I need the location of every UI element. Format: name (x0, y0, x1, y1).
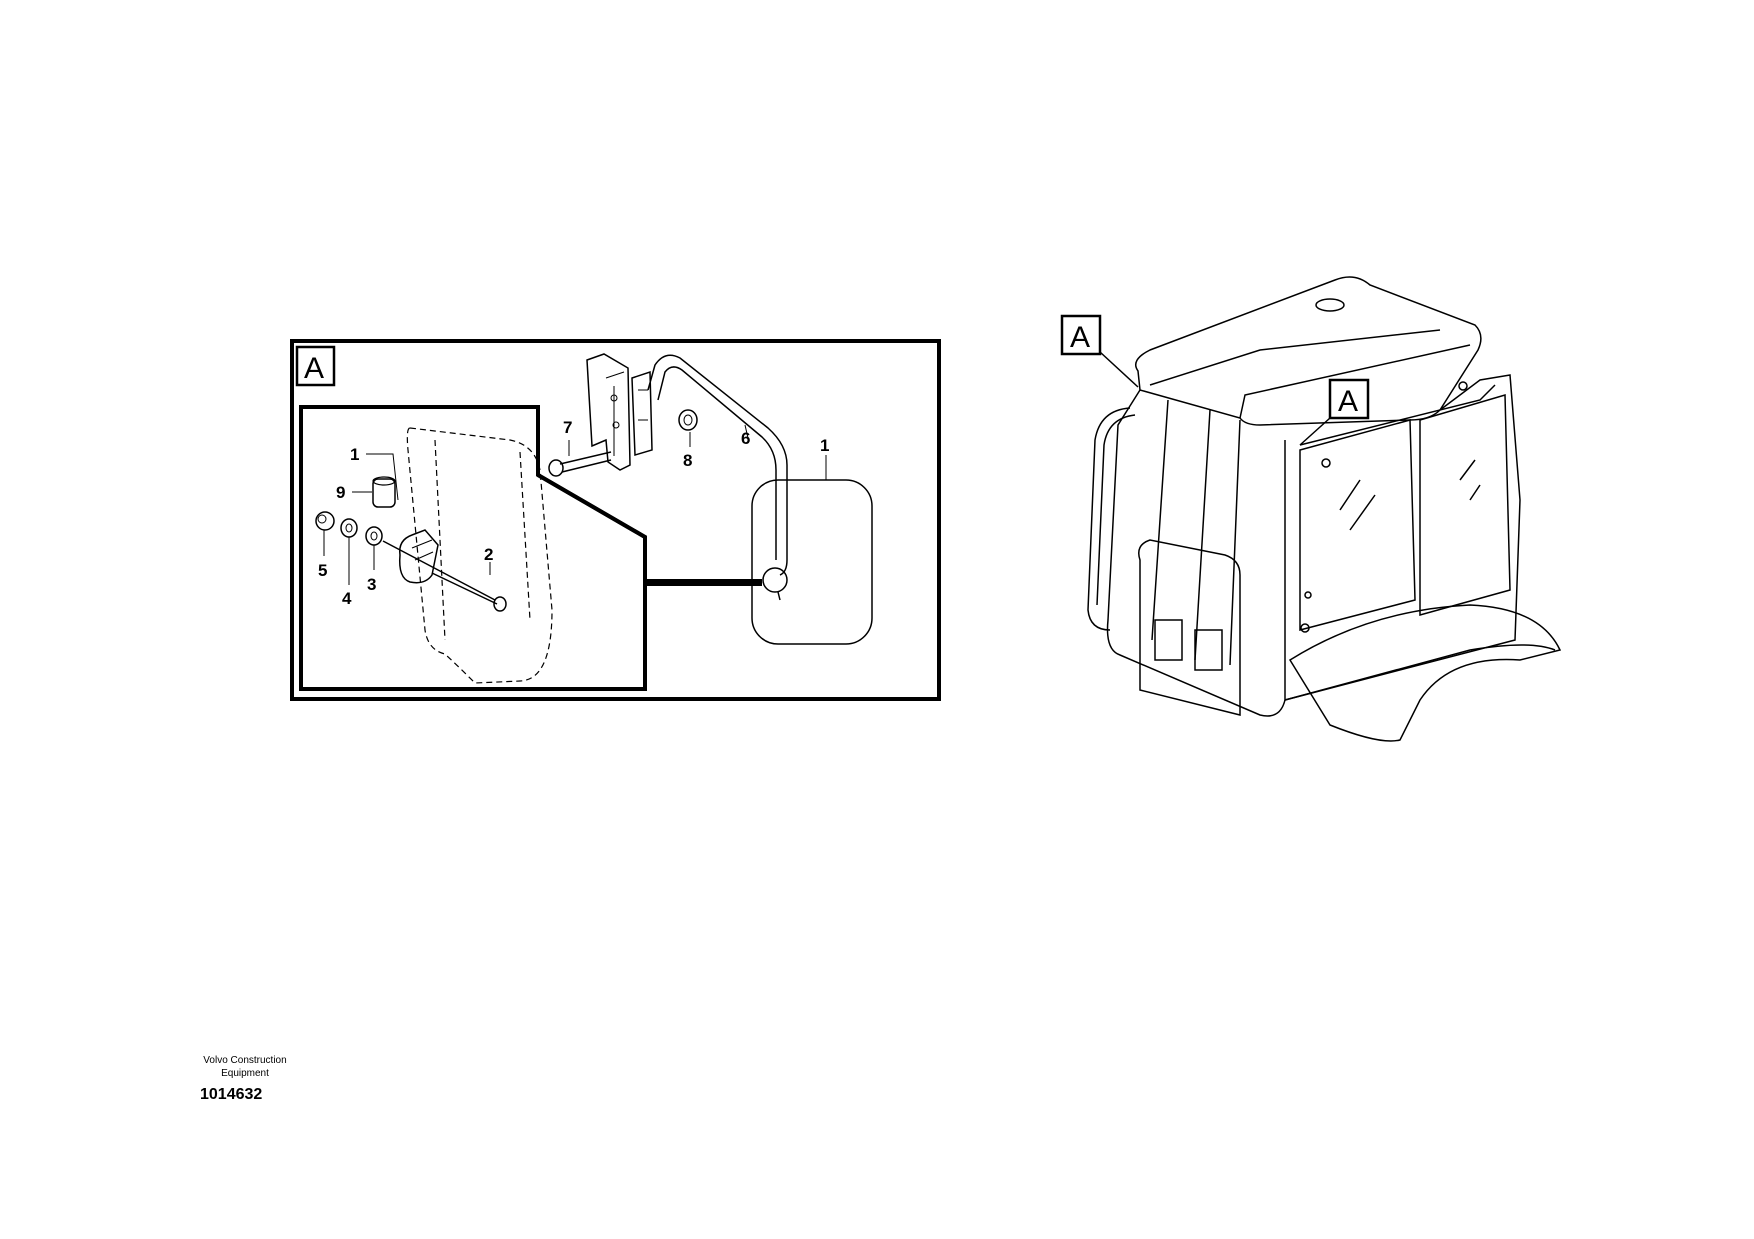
callout-7: 7 (563, 418, 572, 437)
callout-3: 3 (367, 575, 376, 594)
cab-handrail (1087, 407, 1131, 631)
overview-marker-letter-left: A (1070, 321, 1090, 354)
detail-callouts: 1 9 5 4 3 2 7 8 6 1 A (304, 352, 829, 608)
bolt-part-2 (382, 540, 496, 601)
callout-4: 4 (342, 589, 352, 608)
detail-marker-box (295, 345, 336, 387)
callout-5: 5 (318, 561, 327, 580)
cab-overview (1060, 276, 1562, 742)
washer-part-8 (678, 409, 698, 431)
mount-bracket (586, 353, 631, 471)
mirror-head-part-1 (751, 479, 873, 645)
callout-2: 2 (484, 545, 493, 564)
overview-marker-box-left (1060, 314, 1102, 356)
cab-roof (1135, 276, 1482, 426)
washer-part-4 (340, 518, 358, 538)
mirror-arm-part-6 (647, 354, 788, 576)
company-name: Volvo Construction Equipment (203, 1055, 287, 1079)
cab-fender (1288, 604, 1562, 742)
zoom-inset-outline (299, 405, 762, 691)
mirror-phantom-outline (406, 427, 553, 684)
nut-part-5 (315, 511, 335, 531)
callout-1-head: 1 (820, 436, 829, 455)
footer-block: Volvo Construction Equipment 1014632 (185, 1054, 305, 1104)
overview-markers: A A (1070, 321, 1358, 418)
bolt-part-7 (559, 451, 612, 465)
callout-6: 6 (741, 429, 750, 448)
callout-8: 8 (683, 451, 692, 470)
detail-frame (290, 339, 941, 701)
document-number: 1014632 (200, 1086, 263, 1103)
bushing-part-9 (372, 478, 396, 508)
callout-9: 9 (336, 483, 345, 502)
clamp-bracket (398, 529, 439, 584)
detail-view-a (290, 339, 941, 701)
cab-side-window (1299, 419, 1416, 631)
overview-marker-box-right (1328, 378, 1370, 420)
overview-marker-letter-right: A (1338, 385, 1358, 418)
callout-1-glass: 1 (350, 445, 359, 464)
washer-part-3 (365, 526, 383, 546)
detail-marker-letter: A (304, 352, 324, 385)
cab-rear (1106, 389, 1286, 717)
